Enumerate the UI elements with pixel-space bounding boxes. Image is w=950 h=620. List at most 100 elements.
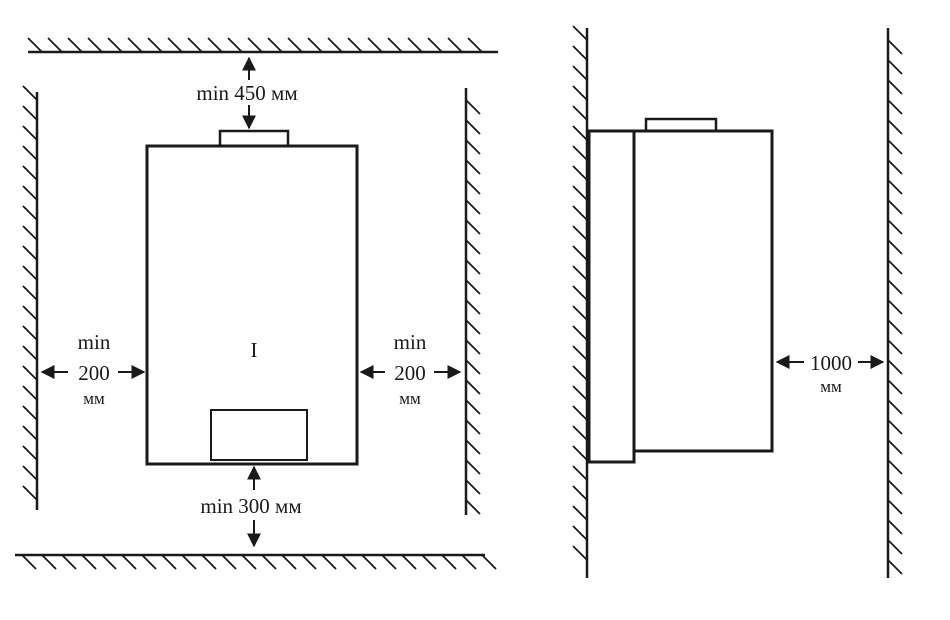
hatch-line [887,499,903,515]
hatch-line [887,339,903,355]
hatch-line [572,145,588,161]
front-wall [886,28,903,578]
hatch-line [887,79,903,95]
hatch-line [22,485,38,501]
hatch-line [465,479,481,495]
hatch-line [421,554,437,570]
ceiling-hatching [27,37,483,53]
hatch-line [22,325,38,341]
hatch-line [572,425,588,441]
hatch-line [22,425,38,441]
hatch-line [241,554,257,570]
hatch-line [572,265,588,281]
flue-outlet [218,129,290,148]
hatch-line [465,219,481,235]
hatch-line [22,105,38,121]
right-wall-hatching [465,99,481,515]
right-unit-label: мм [399,389,421,408]
hatch-line [47,37,63,53]
hatch-line [572,445,588,461]
hatch-line [572,25,588,41]
top-clearance-label: min 450 мм [196,81,297,105]
hatch-line [267,37,283,53]
hatch-line [22,285,38,301]
hatch-line [465,99,481,115]
hatch-line [107,37,123,53]
hatch-line [401,554,417,570]
hatch-line [22,205,38,221]
hatch-line [361,554,377,570]
hatch-line [887,439,903,455]
hatch-line [572,225,588,241]
hatch-line [181,554,197,570]
hatch-line [465,379,481,395]
hatch-line [887,279,903,295]
hatch-line [67,37,83,53]
hatch-line [22,445,38,461]
hatch-line [572,345,588,361]
hatch-line [887,139,903,155]
hatch-line [367,37,383,53]
hatch-line [572,85,588,101]
control-panel [210,409,308,461]
front-unit-label: мм [820,377,842,396]
hatch-line [247,37,263,53]
front-value-label: 1000 [810,351,852,375]
hatch-line [101,554,117,570]
hatch-line [572,525,588,541]
hatch-line [22,125,38,141]
hatch-line [187,37,203,53]
hatch-line [127,37,143,53]
hatch-line [572,485,588,501]
left-value-label: 200 [78,361,110,385]
bottom-clearance-label: min 300 мм [200,494,301,518]
hatch-line [572,385,588,401]
hatch-line [887,39,903,55]
hatch-line [887,179,903,195]
back-wall-hatching [572,25,588,561]
hatch-line [381,554,397,570]
hatch-line [261,554,277,570]
hatch-line [887,219,903,235]
hatch-line [81,554,97,570]
hatch-line [465,139,481,155]
hatch-line [287,37,303,53]
hatch-line [441,554,457,570]
hatch-line [572,245,588,261]
hatch-line [465,399,481,415]
hatch-line [281,554,297,570]
hatch-line [407,37,423,53]
mounting-plate [587,129,636,464]
right-wall [464,88,481,515]
hatch-line [887,359,903,375]
hatch-line [22,225,38,241]
hatch-line [465,119,481,135]
hatch-line [307,37,323,53]
back-wall [572,25,589,578]
hatch-line [465,439,481,455]
hatch-line [572,285,588,301]
hatch-line [887,59,903,75]
hatch-line [467,37,483,53]
hatch-line [465,299,481,315]
hatch-line [887,119,903,135]
left-unit-label: мм [83,389,105,408]
hatch-line [465,279,481,295]
hatch-line [465,339,481,355]
hatch-line [572,545,588,561]
hatch-line [61,554,77,570]
hatch-line [341,554,357,570]
hatch-line [387,37,403,53]
hatch-line [887,159,903,175]
hatch-line [22,345,38,361]
hatch-line [301,554,317,570]
hatch-line [22,185,38,201]
hatch-line [22,385,38,401]
hatch-line [572,465,588,481]
hatch-line [572,505,588,521]
hatch-line [347,37,363,53]
hatch-line [887,319,903,335]
hatch-line [465,239,481,255]
hatch-line [327,37,343,53]
hatch-line [465,419,481,435]
